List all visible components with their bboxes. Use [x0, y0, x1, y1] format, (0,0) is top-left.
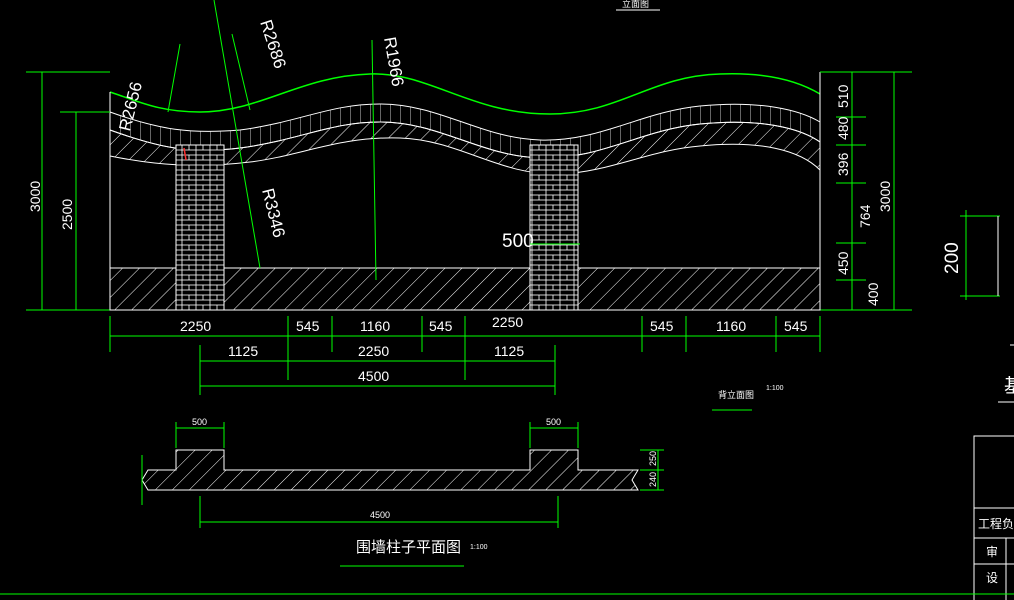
dim-row2-label-2: 2250 [358, 343, 389, 359]
radius-leader-3 [213, 0, 261, 269]
dim-row1-label-3: 1160 [360, 318, 390, 334]
side-detail[interactable]: 200 基 [942, 210, 1014, 403]
left-dim-outer-label: 3000 [27, 181, 43, 212]
title-block-frame [973, 435, 1014, 600]
plan-view[interactable]: 500 500 250 240 4500 围墙柱子平面图 1:100 [141, 417, 664, 567]
radius-leader-4 [371, 39, 377, 281]
dim-row1-label-5: 2250 [492, 314, 523, 330]
title-block-row3: 设 [986, 571, 998, 585]
pillar-left-brick [176, 145, 224, 310]
title-block[interactable]: 工程负责 审 设 [973, 435, 1014, 600]
radius-leader-1 [167, 43, 181, 113]
elevation-title: 背立面图 [718, 389, 754, 401]
right-dim-seg-480: 480 [835, 116, 851, 140]
dim-row3-label-1: 4500 [358, 368, 389, 384]
radius-leader-2 [231, 33, 251, 111]
right-dim-total-label: 3000 [877, 181, 893, 212]
plan-height-bottom-label: 240 [648, 472, 658, 487]
red-marker [183, 147, 187, 161]
elevation-view[interactable]: R2656 R2686 R1966 R3346 500 3000 2500 51… [26, 0, 912, 411]
plan-left-pillar-label: 500 [192, 417, 207, 427]
plan-outline [141, 449, 639, 491]
right-dim-seg-450: 450 [835, 251, 851, 275]
dim-row1-label-2: 545 [296, 318, 320, 334]
plan-height-top-label: 250 [648, 451, 658, 466]
side-detail-dim-label: 200 [942, 242, 963, 274]
title-block-row2: 审 [986, 544, 998, 559]
radius-label-r1966: R1966 [380, 35, 407, 88]
right-dim-seg-510: 510 [835, 84, 851, 108]
base-hatched-band [109, 267, 821, 311]
radius-label-r2686: R2686 [256, 17, 290, 71]
plan-right-pillar-label: 500 [546, 417, 561, 427]
right-dim-seg-400: 400 [865, 282, 881, 306]
pillar-width-label: 500 [502, 231, 534, 252]
top-title: 立面图 [622, 0, 649, 10]
right-dim-seg-764: 764 [857, 204, 873, 228]
elevation-scale: 1:100 [766, 385, 784, 392]
pillar-right-brick [530, 145, 578, 310]
side-detail-partial-label: 基 [1004, 375, 1014, 397]
right-dim-seg-396: 396 [835, 152, 851, 176]
dim-row1-label-7: 1160 [716, 318, 746, 334]
dim-row2-label-3: 1125 [494, 343, 524, 359]
left-dim-inner-label: 2500 [59, 199, 75, 230]
radius-label-r3346: R3346 [258, 186, 289, 239]
dim-row1-label-1: 2250 [180, 318, 211, 334]
plan-title: 围墙柱子平面图 [356, 538, 461, 556]
dim-row1-label-4: 545 [429, 318, 453, 334]
plan-scale: 1:100 [470, 544, 488, 551]
dim-row2-label-1: 1125 [228, 343, 258, 359]
dim-row1-label-6: 545 [650, 318, 674, 334]
title-block-row1: 工程负责 [978, 516, 1014, 531]
dim-row1-label-8: 545 [784, 318, 808, 334]
plan-span-label: 4500 [370, 510, 390, 520]
outer-wave-line [109, 72, 821, 115]
